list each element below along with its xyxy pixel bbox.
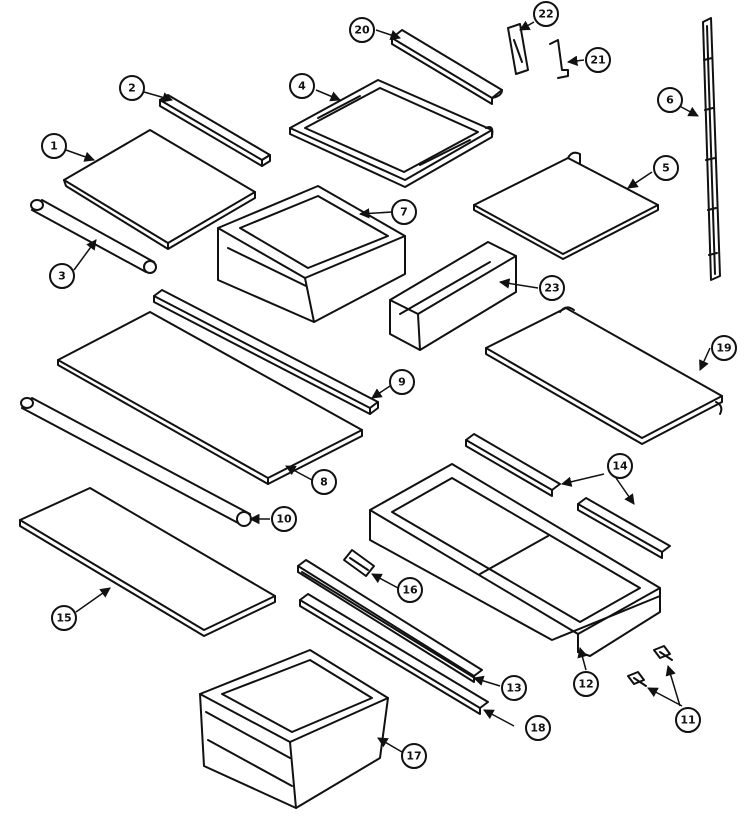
callout-13-label: 13 [506,682,521,695]
drawer-clip [343,549,375,577]
callout-11-circle [675,707,701,733]
deli-drawer [217,185,406,323]
screw-upper [653,645,673,661]
callout-8-label: 8 [320,476,328,489]
callout-1-circle [41,133,67,159]
callout-9-label: 9 [398,376,406,389]
callout-17-label: 17 [406,750,421,763]
callout-7-circle [391,199,417,225]
callout-17-circle [401,743,427,769]
callout-15-circle [51,605,77,631]
crisper-cover [289,79,494,188]
vertical-rail [702,17,721,281]
callout-18-circle [525,715,551,741]
callout-22-circle [533,1,559,27]
drawer-slide-lower [299,593,489,715]
shelf-support [389,241,517,351]
callout-6-circle [657,87,683,113]
callout-2-label: 2 [128,82,136,95]
callout-4-circle [289,73,315,99]
callout-15-label: 15 [56,612,71,625]
callout-12-circle [573,671,599,697]
callout-12-label: 12 [578,678,593,691]
callout-23-label: 23 [544,282,559,295]
shelf-bracket-upper [391,29,503,105]
callout-14-circle [607,453,633,479]
glass-shelf-large [57,311,363,485]
callout-16-circle [397,577,423,603]
callout-23-circle [539,275,565,301]
callout-5-circle [653,155,679,181]
callout-21-label: 21 [590,54,605,67]
callout-19-circle [711,335,737,361]
drawer-frame [369,463,661,657]
callout-6-label: 6 [666,94,674,107]
crisper-drawer [199,649,389,809]
callout-13-circle [501,675,527,701]
callout-8-circle [311,469,337,495]
frame-rail-left [465,433,561,497]
frame-rail-right [577,497,671,559]
callout-18-label: 18 [530,722,545,735]
callout-9-circle [389,369,415,395]
callout-10-circle [271,506,297,532]
callout-16-label: 16 [402,584,418,597]
bracket-22 [507,23,529,75]
leader-lines [65,20,711,753]
callout-3-label: 3 [58,270,66,283]
callout-22-label: 22 [538,8,553,21]
callouts [41,1,737,769]
rear-trim-small [30,199,157,274]
glass-shelf-right [473,151,659,260]
callout-2-circle [119,75,145,101]
screw-lower [627,671,647,687]
callout-3-circle [49,263,75,289]
callout-20-label: 20 [354,24,370,37]
callout-10-label: 10 [276,513,292,526]
callout-7-label: 7 [400,206,408,219]
callout-21-circle [585,47,611,73]
shelf-trim-long [153,289,379,415]
callout-14-label: 14 [612,460,628,473]
bracket-21 [549,39,569,79]
callout-19-label: 19 [716,342,731,355]
callout-1-label: 1 [50,140,58,153]
glass-shelf-bottom [19,487,276,637]
glass-shelf-small [63,129,256,250]
callout-5-label: 5 [662,162,670,175]
callout-20-circle [349,17,375,43]
glass-shelf-19 [485,306,723,445]
callout-11-label: 11 [680,714,695,727]
callout-4-label: 4 [298,80,306,93]
